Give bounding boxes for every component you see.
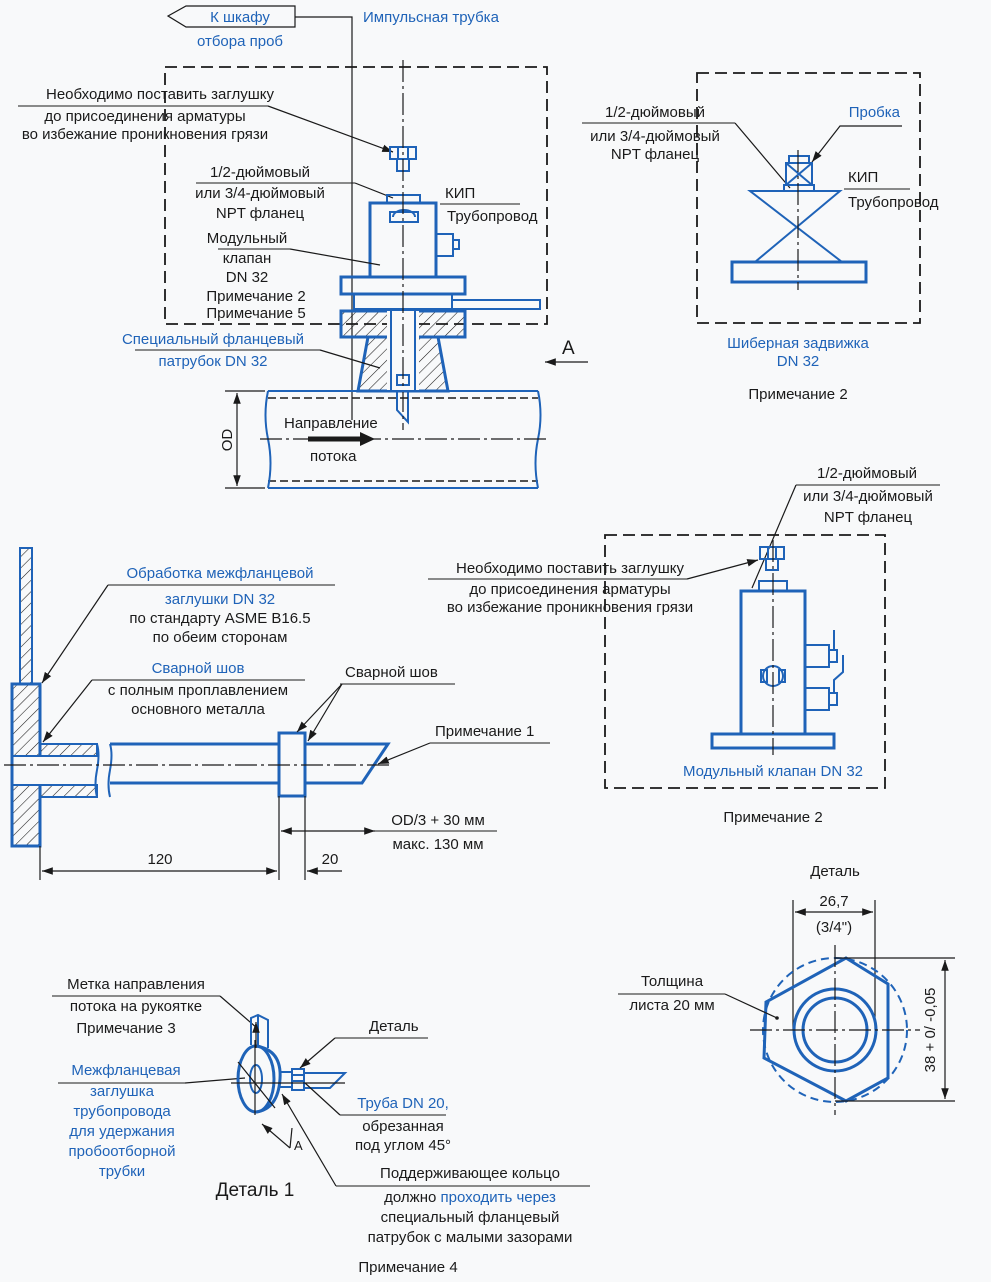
- mv-title: Модульный клапан DN 32: [683, 763, 863, 780]
- to-cabinet-label: К шкафу: [210, 9, 270, 26]
- note5-label: Примечание 5: [206, 305, 305, 322]
- mv-npt-label-2: или 3/4-дюймовый: [803, 488, 933, 505]
- modular-valve-label-3: DN 32: [226, 269, 269, 286]
- pipe-desc-1: обрезанная: [362, 1118, 444, 1135]
- mv-plug-note-1: Необходимо поставить заглушку: [456, 560, 684, 577]
- machining-std-1: по стандарту ASME B16.5: [129, 610, 310, 627]
- wafer-plug-label-3: трубопровода: [73, 1103, 171, 1120]
- detail1-title: Деталь 1: [216, 1180, 295, 1201]
- dim-width: 26,7: [819, 893, 848, 910]
- modular-valve-view: 1/2-дюймовый или 3/4-дюймовый NPT фланец…: [428, 465, 940, 826]
- detail-view: Деталь 26,7 (3/4") 38 + 0/ -0,05 Толщина…: [618, 863, 955, 1115]
- flow-direction-label-2: потока: [310, 448, 357, 465]
- thickness-label-2: листа 20 мм: [629, 997, 714, 1014]
- wafer-plug-icon: [236, 1013, 348, 1114]
- note3-label: Примечание 3: [76, 1020, 175, 1037]
- gv-pipeline-label: Трубопровод: [848, 194, 939, 211]
- npt-flange-label-1: 1/2-дюймовый: [210, 164, 310, 181]
- weld-full-desc-1: с полным проплавлением: [108, 682, 288, 699]
- modular-valve-icon: [710, 546, 844, 750]
- view-a-arrow-small-icon: [261, 1123, 291, 1149]
- mv-plug-note-2: до присоединения арматуры: [469, 581, 670, 598]
- gate-valve-icon: [730, 155, 868, 284]
- gv-plug-label: Пробка: [849, 104, 901, 121]
- ring-desc-b: проходить через: [441, 1189, 556, 1206]
- detail1-view-a: A: [294, 1138, 303, 1153]
- to-cabinet-label-2: отбора проб: [197, 33, 283, 50]
- gv-title-1: Шиберная задвижка: [727, 335, 869, 352]
- detail-label: Деталь: [369, 1018, 419, 1035]
- detail1-view: Метка направления потока на рукоятке При…: [52, 976, 590, 1276]
- dim-height: 38 + 0/ -0,05: [922, 988, 939, 1073]
- machining-std-2: по обеим сторонам: [153, 629, 288, 646]
- flow-mark-label-1: Метка направления: [67, 976, 205, 993]
- special-flange-label-2: патрубок DN 32: [158, 353, 267, 370]
- top-view: К шкафу отбора проб Импульсная трубка Не…: [18, 5, 588, 489]
- process-pipe: [260, 390, 548, 489]
- leader-plug: [267, 105, 394, 153]
- ring-desc-2: специальный фланцевый: [381, 1209, 560, 1226]
- gv-note: Примечание 2: [748, 386, 847, 403]
- ring-desc-3: патрубок с малыми зазорами: [368, 1229, 573, 1246]
- ring-label: Поддерживающее кольцо: [380, 1165, 560, 1182]
- instrument-label: КИП: [445, 185, 475, 202]
- wafer-plug-label-5: пробоотборной: [69, 1143, 176, 1160]
- gv-npt-label-2: или 3/4-дюймовый: [590, 128, 720, 145]
- wafer-plug-label-6: трубки: [99, 1163, 145, 1180]
- mv-plug-note-3: во избежание проникновения грязи: [447, 599, 693, 616]
- detail-view-title: Деталь: [810, 863, 860, 880]
- dim-len-2: макс. 130 мм: [392, 836, 483, 853]
- note1-label: Примечание 1: [435, 723, 534, 740]
- thickness-label-1: Толщина: [641, 973, 704, 990]
- probe-section: Обработка межфланцевой заглушки DN 32 по…: [4, 547, 550, 880]
- mv-note: Примечание 2: [723, 809, 822, 826]
- dim-20: 20: [322, 851, 339, 868]
- gv-instrument-label: КИП: [848, 169, 878, 186]
- wafer-plug-label-4: для удержания: [69, 1123, 174, 1140]
- special-flange-label-1: Специальный фланцевый: [122, 331, 304, 348]
- view-a-label: A: [562, 338, 575, 359]
- plug-note-2: до присоединения арматуры: [44, 108, 245, 125]
- modular-valve-body: [339, 194, 541, 425]
- gate-valve-view: 1/2-дюймовый или 3/4-дюймовый NPT фланец…: [582, 72, 939, 403]
- weld-label: Сварной шов: [345, 664, 438, 681]
- wafer-plug-label-1: Межфланцевая: [71, 1062, 180, 1079]
- pipe-label: Труба DN 20,: [357, 1095, 449, 1112]
- dim-len-1: OD/3 + 30 мм: [391, 812, 485, 829]
- machining-label-2: заглушки DN 32: [165, 591, 275, 608]
- dim-width-inch: (3/4"): [816, 919, 852, 936]
- impulse-tube-label: Импульсная трубка: [363, 9, 500, 26]
- note2-label: Примечание 2: [206, 288, 305, 305]
- modular-valve-label-2: клапан: [223, 250, 272, 267]
- plug-note-3: во избежание проникновения грязи: [22, 126, 268, 143]
- dim-120: 120: [147, 851, 172, 868]
- modular-valve-label-1: Модульный: [207, 230, 288, 247]
- ring-desc-1: должно проходить через: [384, 1189, 556, 1206]
- gv-title-2: DN 32: [777, 353, 820, 370]
- note4-label: Примечание 4: [358, 1259, 457, 1276]
- gv-npt-label-1: 1/2-дюймовый: [605, 104, 705, 121]
- npt-flange-label-3: NPT фланец: [216, 205, 305, 222]
- flow-mark-label-2: потока на рукоятке: [70, 998, 202, 1015]
- plug-note-1: Необходимо поставить заглушку: [46, 86, 274, 103]
- weld-full-label: Сварной шов: [152, 660, 245, 677]
- flow-direction-label-1: Направление: [284, 415, 378, 432]
- od-label: OD: [219, 429, 236, 452]
- pipeline-label: Трубопровод: [447, 208, 538, 225]
- mv-npt-label-1: 1/2-дюймовый: [817, 465, 917, 482]
- wafer-plug-label-2: заглушка: [90, 1083, 155, 1100]
- ring-desc-a: должно: [384, 1189, 440, 1206]
- pipe-desc-2: под углом 45°: [355, 1137, 451, 1154]
- impulse-tube-line: [295, 16, 353, 420]
- mv-npt-label-3: NPT фланец: [824, 509, 913, 526]
- gv-npt-label-3: NPT фланец: [611, 146, 700, 163]
- weld-full-desc-2: основного металла: [131, 701, 265, 718]
- npt-flange-label-2: или 3/4-дюймовый: [195, 185, 325, 202]
- machining-label-1: Обработка межфланцевой: [126, 565, 313, 582]
